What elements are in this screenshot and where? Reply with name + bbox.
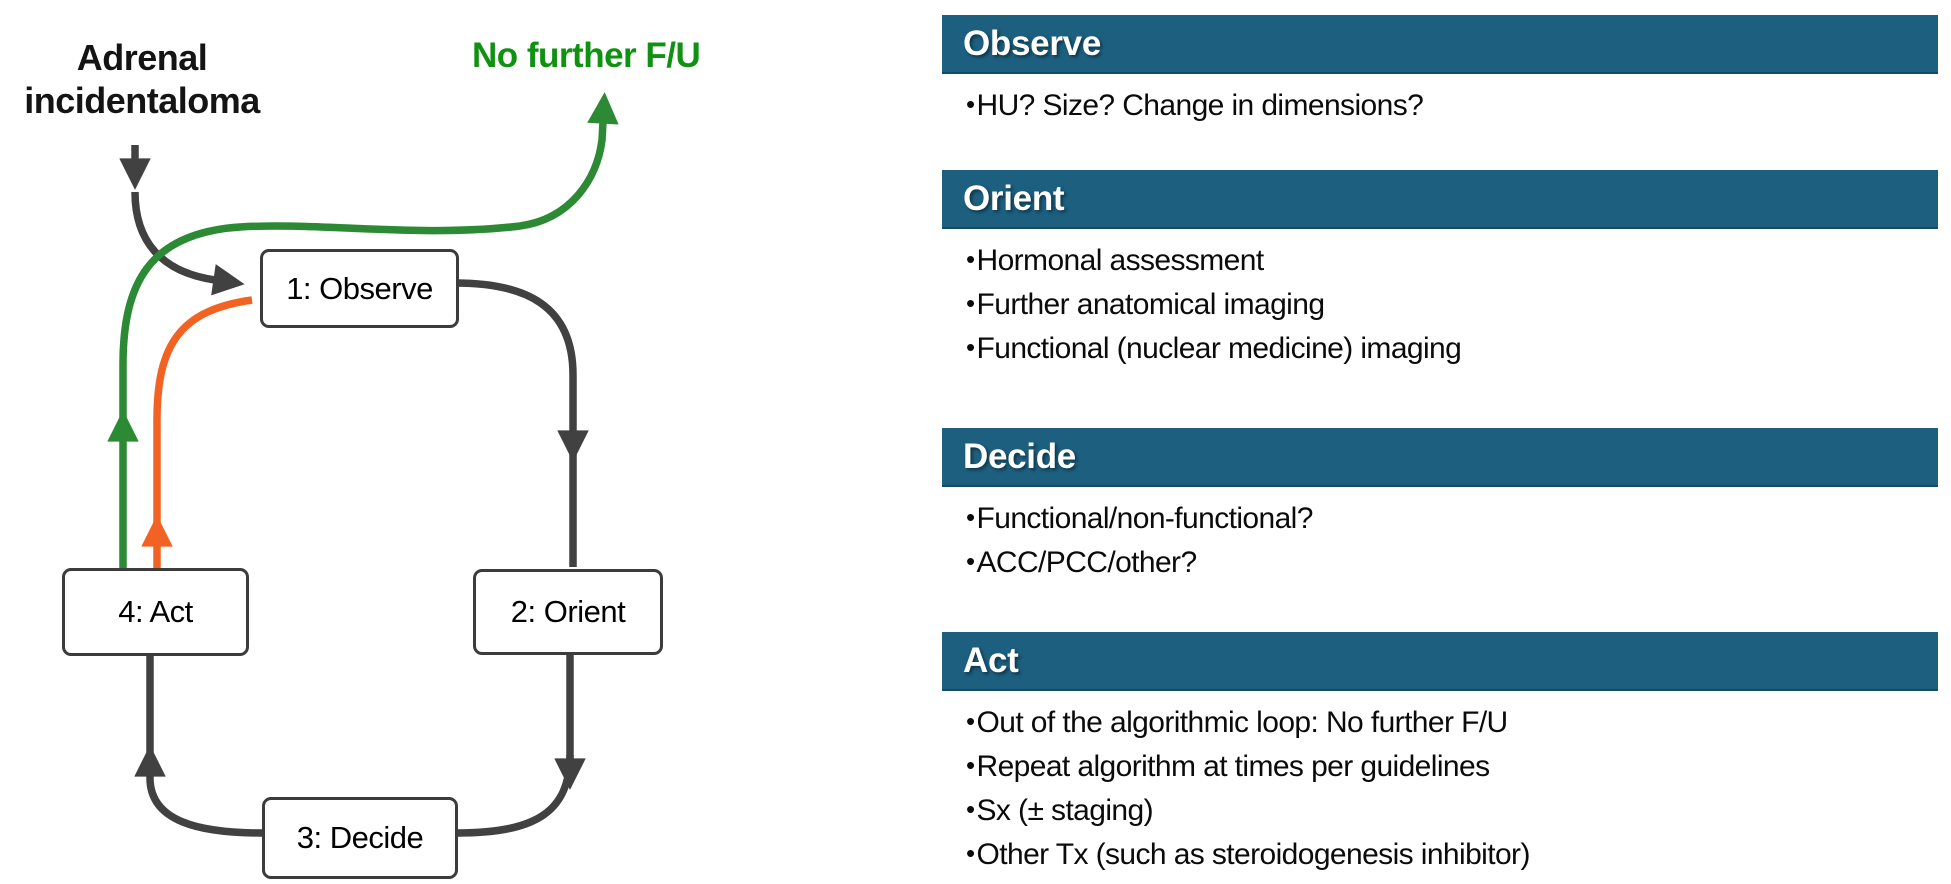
bullet-item: Further anatomical imaging	[966, 283, 1938, 327]
source-label: Adrenal incidentaloma	[8, 36, 276, 122]
source-label-line1: Adrenal	[76, 37, 208, 78]
panel-orient-header: Orient	[942, 170, 1938, 229]
arrow-exit-no-fu	[119, 92, 619, 436]
panel-act-list: Out of the algorithmic loop: No further …	[942, 701, 1938, 877]
panel-observe: Observe HU? Size? Change in dimensions?	[942, 15, 1938, 128]
arrow-orient-to-decide-tail	[457, 754, 574, 837]
panel-orient-list: Hormonal assessment Further anatomical i…	[942, 239, 1938, 371]
arrow-entry-to-observe	[131, 191, 245, 296]
bullet-item: Other Tx (such as steroidogenesis inhibi…	[966, 833, 1938, 877]
node-orient: 2: Orient	[473, 569, 663, 655]
arrow-act-to-observe	[153, 296, 253, 540]
bullet-item: Repeat algorithm at times per guidelines	[966, 745, 1938, 789]
panel-decide-header: Decide	[942, 428, 1938, 487]
bullet-item: Hormonal assessment	[966, 239, 1938, 283]
bullet-item: Functional/non-functional?	[966, 497, 1938, 541]
panel-orient: Orient Hormonal assessment Further anato…	[942, 170, 1938, 371]
panel-decide: Decide Functional/non-functional? ACC/PC…	[942, 428, 1938, 585]
panel-observe-header: Observe	[942, 15, 1938, 74]
arrow-observe-to-orient	[454, 279, 589, 462]
ooda-loop-diagram: Adrenal incidentaloma No further F/U 1: …	[0, 0, 701, 884]
panel-act: Act Out of the algorithmic loop: No furt…	[942, 632, 1938, 877]
bullet-item: HU? Size? Change in dimensions?	[966, 84, 1938, 128]
node-act: 4: Act	[62, 568, 249, 656]
panel-act-header: Act	[942, 632, 1938, 691]
panel-decide-list: Functional/non-functional? ACC/PCC/other…	[942, 497, 1938, 585]
panel-observe-list: HU? Size? Change in dimensions?	[942, 84, 1938, 128]
flow-arrows-canvas	[107, 92, 619, 837]
arrow-decide-to-act	[134, 745, 263, 837]
bullet-item: Sx (± staging)	[966, 789, 1938, 833]
exit-label: No further F/U	[472, 36, 701, 75]
node-observe: 1: Observe	[260, 249, 459, 328]
bullet-item: Out of the algorithmic loop: No further …	[966, 701, 1938, 745]
bullet-item: Functional (nuclear medicine) imaging	[966, 327, 1938, 371]
bullet-item: ACC/PCC/other?	[966, 541, 1938, 585]
source-label-line2: incidentaloma	[24, 80, 260, 121]
node-decide: 3: Decide	[262, 797, 458, 879]
